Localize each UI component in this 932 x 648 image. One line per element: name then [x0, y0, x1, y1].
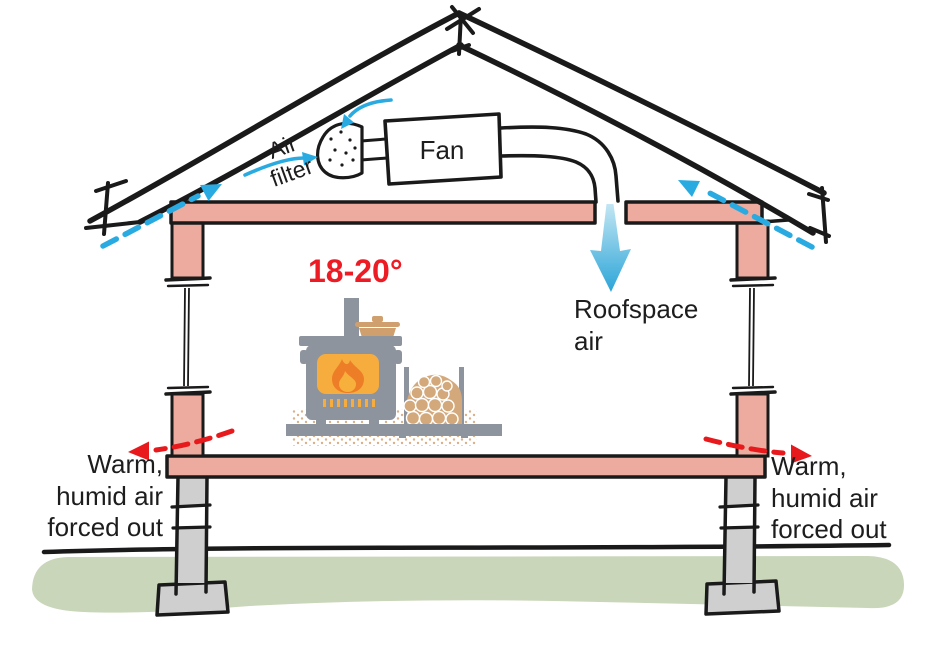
filter-intake-arrow-lower [243, 152, 318, 177]
arrowhead [200, 184, 222, 201]
eave-intake-arrow-right [678, 180, 815, 250]
fan-label: Fan [419, 135, 465, 165]
arrowhead [678, 180, 700, 197]
left-wall [164, 219, 212, 458]
eave-intake-arrow-left [100, 184, 222, 249]
exhaust-arrow-left [128, 428, 235, 461]
duct [499, 125, 620, 204]
room-temperature-label: 18-20° [308, 253, 403, 289]
arrowhead [341, 114, 354, 129]
ground-soil [32, 556, 905, 613]
log-rack [395, 367, 473, 438]
fan-box [383, 112, 503, 186]
roofspace-air-down-arrow [590, 204, 631, 292]
exhaust-arrow-right [703, 436, 812, 464]
arrowhead [128, 441, 149, 461]
roof-apex-marks [445, 5, 481, 56]
right-foundation-pier [704, 475, 781, 616]
left-window [183, 287, 190, 387]
wood-stove [299, 298, 402, 434]
right-eave-end-marks [807, 186, 831, 244]
ceiling-slab [169, 200, 790, 225]
right-wall [729, 219, 777, 458]
arrowhead [791, 444, 812, 464]
filter-intake-arrow-upper [341, 98, 393, 129]
left-eave-end-marks [84, 179, 142, 236]
arrowhead [302, 152, 318, 166]
air-filter-unit [316, 121, 388, 180]
floor-slab [165, 454, 767, 479]
air-filter-dome [316, 121, 364, 180]
warm-humid-air-label-left: Warm, humid air forced out [47, 449, 163, 543]
stove-flue-pipe [344, 298, 359, 340]
right-window [748, 287, 755, 387]
roofspace-air-label: Roofspace air [574, 294, 699, 356]
left-foundation-pier [155, 475, 230, 617]
right-footing [704, 579, 781, 616]
roof [84, 5, 831, 244]
stove-vents [323, 399, 375, 407]
ground-line [41, 542, 892, 555]
filter-stipple [328, 130, 357, 167]
warm-humid-air-label-right: Warm, humid air forced out [771, 451, 887, 545]
left-footing [155, 580, 230, 617]
